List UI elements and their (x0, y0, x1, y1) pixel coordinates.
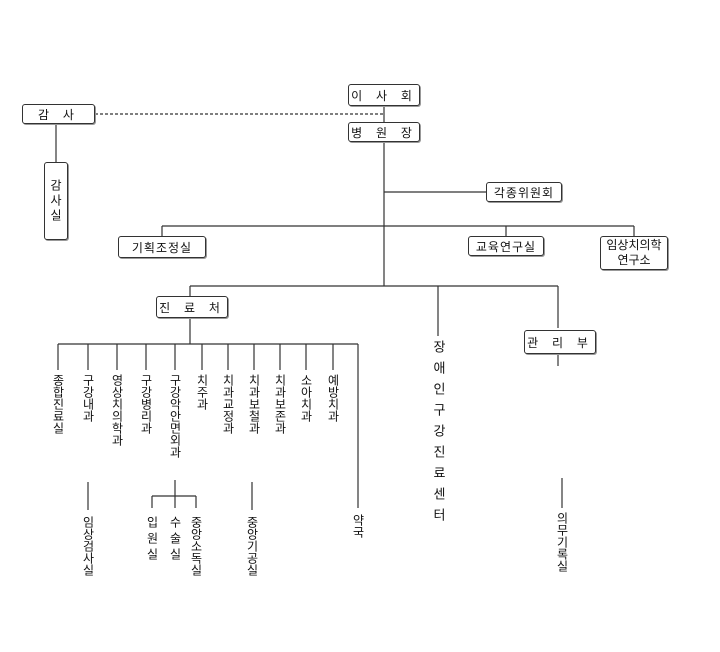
dept-orthodontics: 치과교정과 (221, 374, 235, 434)
dept-general-clinic: 종합진료실 (51, 374, 65, 434)
dept-prosthodontics: 치과보철과 (247, 374, 261, 434)
sub-dental-lab: 중앙기공실 (245, 516, 259, 576)
education-box: 교육연구실 (468, 236, 544, 256)
dept-oral-medicine: 구강내과 (81, 374, 95, 422)
committees-box: 각종위원회 (486, 182, 562, 202)
dept-oral-pathology: 구강병리과 (139, 374, 153, 434)
board-box: 이 사 회 (348, 84, 420, 106)
medical-dept-box: 진 료 처 (156, 296, 228, 318)
dept-oral-maxillofacial-surgery: 구강악안면외과 (168, 374, 182, 458)
disabled-center-label: 장애인구강진료센터 (430, 340, 445, 529)
sub-surgery: 수술실 (168, 516, 182, 564)
dept-oral-radiology: 영상치의학과 (110, 374, 124, 446)
pharmacy-label: 약국 (351, 514, 365, 538)
auditor-box: 감 사 (22, 104, 95, 124)
dept-pediatric-dentistry: 소아치과 (299, 374, 313, 422)
dept-preventive-dentistry: 예방치과 (326, 374, 340, 422)
audit-office-box: 감사실 (44, 162, 68, 240)
clinical-institute-line1: 임상치의학 (606, 238, 662, 252)
dept-periodontics: 치주과 (195, 374, 209, 410)
clinical-institute-line2: 연구소 (617, 253, 651, 267)
dept-conservative-dentistry: 치과보존과 (273, 374, 287, 434)
records-label: 의무기록실 (555, 512, 569, 572)
sub-clinical-lab: 임상검사실 (81, 516, 95, 576)
planning-box: 기획조정실 (118, 236, 206, 258)
director-box: 병 원 장 (348, 122, 420, 142)
admin-box: 관 리 부 (524, 330, 596, 354)
clinical-institute-box: 임상치의학 연구소 (600, 236, 668, 270)
sub-inpatient: 입원실 (145, 516, 159, 564)
sub-sterilization: 중앙소독실 (189, 516, 203, 576)
